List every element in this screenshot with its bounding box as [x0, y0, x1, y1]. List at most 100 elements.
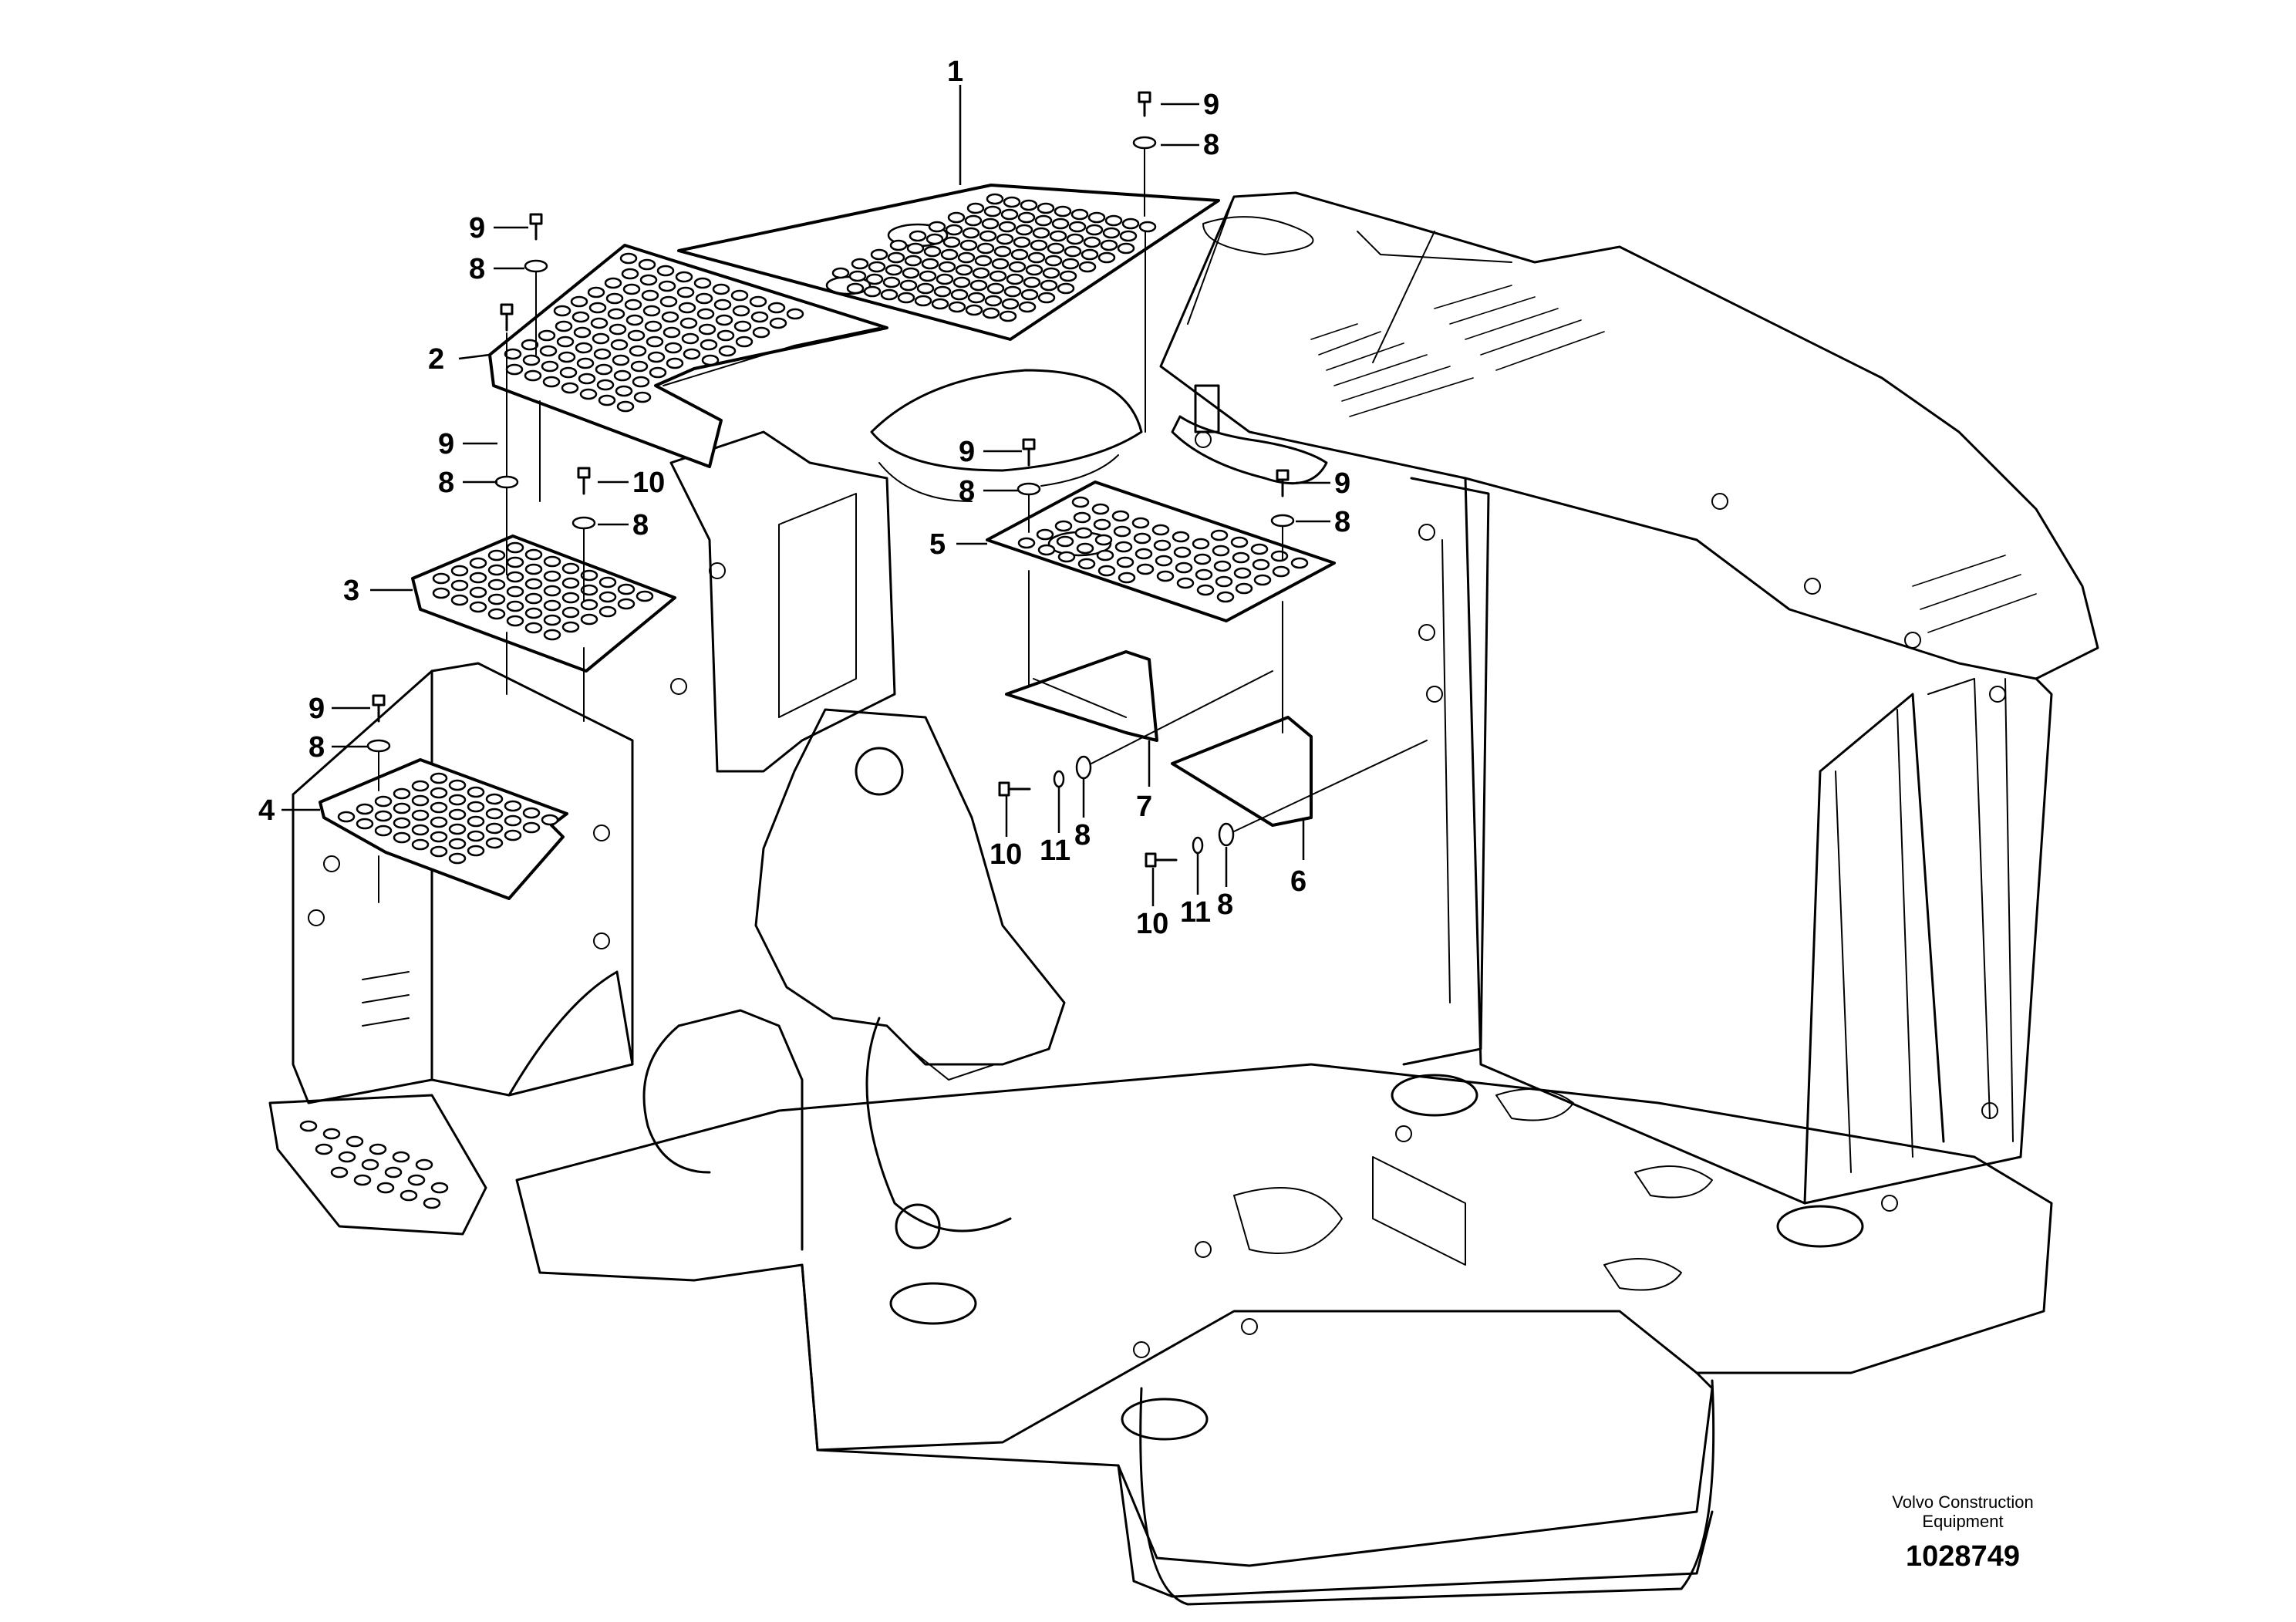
perforation-hole	[752, 326, 770, 339]
bolt-set-bracket7	[998, 670, 1273, 797]
perforation-hole	[571, 311, 590, 323]
perforation-hole	[923, 245, 942, 258]
perforation-hole	[964, 214, 983, 227]
perforation-hole	[616, 400, 635, 413]
perforation-hole	[588, 302, 607, 314]
perforation-hole	[1270, 550, 1289, 562]
callout-9-plate3: 9	[438, 428, 454, 460]
perforation-hole	[1195, 568, 1213, 581]
perforation-hole	[561, 382, 579, 394]
perforation-hole	[430, 772, 448, 784]
perforation-hole	[967, 292, 986, 304]
perforation-hole	[613, 369, 632, 382]
perforation-hole	[487, 578, 506, 591]
perforation-hole	[982, 307, 1000, 319]
perforation-hole	[644, 320, 663, 332]
perforation-hole	[617, 583, 636, 595]
perforation-hole	[906, 242, 925, 255]
perforation-hole	[485, 808, 504, 820]
perforation-hole	[448, 794, 467, 806]
perforation-hole	[356, 818, 374, 830]
perforation-hole	[411, 794, 430, 807]
perforation-hole	[974, 255, 993, 267]
perforation-hole	[607, 308, 625, 320]
perforation-hole	[1036, 528, 1054, 541]
callout-2: 2	[428, 343, 444, 376]
perforation-hole	[469, 601, 487, 613]
callout-labels: 1 2 3 4 5 6 7 8 9 8 9 8 9 8 10 9 8 9 8 9…	[258, 56, 1350, 940]
perforation-hole	[646, 336, 664, 348]
perforation-hole	[543, 614, 561, 626]
perforation-hole	[633, 391, 652, 403]
frame-bolts	[308, 431, 2006, 1358]
perforation-hole	[1037, 292, 1056, 304]
callout-9-plate2: 9	[469, 212, 485, 244]
perforation-hole	[1081, 248, 1099, 261]
perforation-hole	[1210, 529, 1229, 541]
perforation-hole	[942, 236, 961, 248]
callout-8-plate4: 8	[308, 731, 325, 764]
perforation-hole	[976, 242, 995, 255]
callout-8-bracket6: 8	[1217, 889, 1233, 921]
perforation-hole	[1017, 211, 1036, 224]
perforation-hole	[979, 230, 997, 242]
callout-1: 1	[947, 56, 963, 88]
perforation-hole	[522, 821, 541, 834]
perforation-hole	[718, 345, 737, 357]
perforation-hole	[700, 339, 718, 351]
perforation-hole	[750, 311, 769, 323]
perforation-hole	[950, 288, 969, 301]
perforation-hole	[1025, 264, 1043, 276]
perforation-hole	[524, 607, 543, 619]
perforation-hole	[999, 310, 1017, 322]
perforation-hole	[733, 320, 752, 332]
perforation-hole	[716, 329, 735, 342]
perforation-hole	[914, 295, 932, 307]
perforation-hole	[1047, 242, 1065, 255]
perforation-hole	[1104, 214, 1123, 227]
perforation-hole	[1193, 553, 1212, 565]
perforation-hole	[639, 274, 658, 286]
perforation-hole	[1153, 539, 1172, 551]
perforation-hole	[430, 816, 448, 828]
perforation-hole	[1087, 211, 1106, 224]
perforation-hole	[641, 289, 659, 302]
perforation-hole	[1091, 503, 1110, 515]
perforation-hole	[1290, 557, 1309, 569]
perforation-hole	[450, 594, 469, 606]
perforation-hole	[598, 591, 617, 603]
perforation-hole	[374, 824, 393, 837]
perforation-hole	[1056, 535, 1074, 548]
callout-9-plate1: 9	[1203, 89, 1219, 121]
perforation-hole	[521, 339, 539, 351]
perforation-hole	[948, 301, 966, 313]
perforation-hole	[469, 586, 487, 599]
perforation-hole	[617, 598, 636, 610]
callout-8-plate5-left: 8	[959, 475, 975, 508]
perforation-hole	[991, 258, 1010, 270]
perforation-hole	[487, 608, 506, 620]
perforation-hole	[1117, 242, 1135, 255]
perforation-hole	[393, 802, 411, 814]
callout-10-bracket6: 10	[1136, 908, 1168, 940]
perforation-hole	[448, 852, 467, 865]
perforation-hole	[1008, 261, 1027, 273]
perforation-hole	[952, 276, 971, 288]
perforation-hole	[430, 831, 448, 843]
perforation-hole	[945, 224, 963, 236]
perforation-hole	[885, 264, 903, 276]
perforation-hole	[1097, 251, 1116, 264]
perforation-hole	[1037, 202, 1055, 214]
perforation-hole	[506, 585, 524, 598]
perforation-hole	[1250, 543, 1269, 555]
perforation-hole	[1102, 227, 1121, 239]
perforation-hole	[524, 622, 543, 634]
perforation-hole	[1054, 205, 1072, 218]
perforation-hole	[1173, 546, 1192, 558]
perforation-hole	[506, 541, 524, 554]
perforation-hole	[656, 265, 675, 277]
perforation-hole	[579, 388, 598, 400]
perforation-hole	[1175, 561, 1193, 574]
bolt-9-plate2	[524, 213, 548, 502]
perforation-hole	[541, 814, 559, 826]
